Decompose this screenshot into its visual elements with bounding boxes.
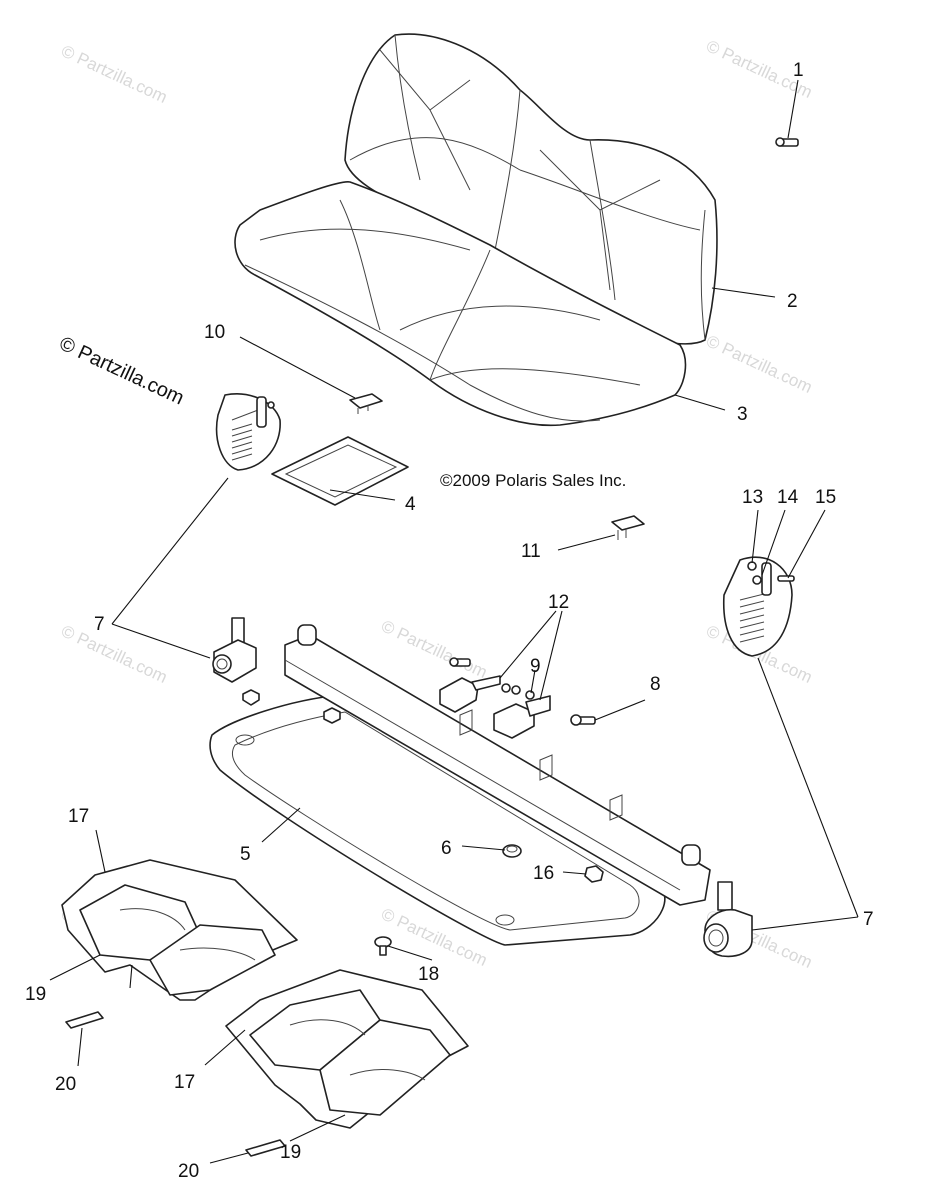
label-20-upper: [65, 1011, 104, 1029]
seat-crossbar: [284, 624, 711, 906]
callout-17-lower: 17: [174, 1072, 195, 1093]
callout-8: 8: [650, 674, 661, 695]
callout-7-right: 7: [863, 909, 874, 930]
callout-5: 5: [240, 844, 251, 865]
seat-frame: [209, 694, 666, 946]
bolt-8: [570, 714, 596, 726]
callout-11: 11: [521, 541, 541, 562]
buckle-12-right: [493, 695, 551, 739]
pad-4: [271, 436, 409, 506]
callout-10: 10: [204, 322, 225, 343]
storage-bin-upper: [61, 859, 298, 1001]
buckle-12-left: [439, 675, 501, 713]
copyright-notice: ©2009 Polaris Sales Inc.: [440, 471, 626, 490]
bracket-10: [349, 393, 383, 414]
callout-15: 15: [815, 487, 836, 508]
watermark-faint: © Partzilla.com: [703, 331, 815, 397]
retractor-inset-right: [722, 556, 795, 657]
retractor-7-left: [212, 617, 257, 683]
push-rivet-18: [374, 936, 392, 956]
bolt-12-upper: [449, 657, 471, 667]
callout-13: 13: [742, 487, 763, 508]
seat-bottom: [234, 181, 687, 427]
callout-9: 9: [530, 656, 541, 677]
callout-4: 4: [405, 494, 416, 515]
watermark-main: © Partzilla.com: [56, 333, 187, 410]
callout-18: 18: [418, 964, 439, 985]
bracket-11: [611, 515, 645, 540]
nut-16: [584, 865, 604, 883]
callout-3: 3: [737, 404, 748, 425]
callout-12: 12: [548, 592, 569, 613]
watermark-faint: © Partzilla.com: [58, 621, 170, 687]
label-20-lower: [245, 1139, 286, 1157]
nut-6: [502, 844, 522, 858]
callout-6: 6: [441, 838, 452, 859]
bolt-1: [775, 137, 799, 147]
watermark-faint: © Partzilla.com: [378, 616, 490, 682]
callouts: 1 2 3 4 5 6 7 7 8 9 10 11 12 13 14 15 16…: [25, 60, 874, 1182]
callout-20-lower: 20: [178, 1161, 199, 1182]
callout-7-upper-left: 7: [94, 614, 105, 635]
callout-19-upper: 19: [25, 984, 46, 1005]
callout-16: 16: [533, 863, 554, 884]
callout-17-upper: 17: [68, 806, 89, 827]
nut-left-frame: [242, 689, 341, 724]
callout-2: 2: [787, 291, 798, 312]
seat-back: [344, 33, 718, 345]
callout-1: 1: [793, 60, 804, 81]
leader-lines: [49, 79, 859, 1164]
retractor-7-right: [703, 881, 753, 958]
retractor-inset-left: [215, 393, 281, 471]
storage-bin-lower: [225, 969, 469, 1129]
callout-19-lower: 19: [280, 1142, 301, 1163]
callout-14: 14: [777, 487, 799, 508]
washer-9: [501, 683, 535, 700]
callout-20-upper: 20: [55, 1074, 76, 1095]
watermark-faint: © Partzilla.com: [58, 41, 170, 107]
